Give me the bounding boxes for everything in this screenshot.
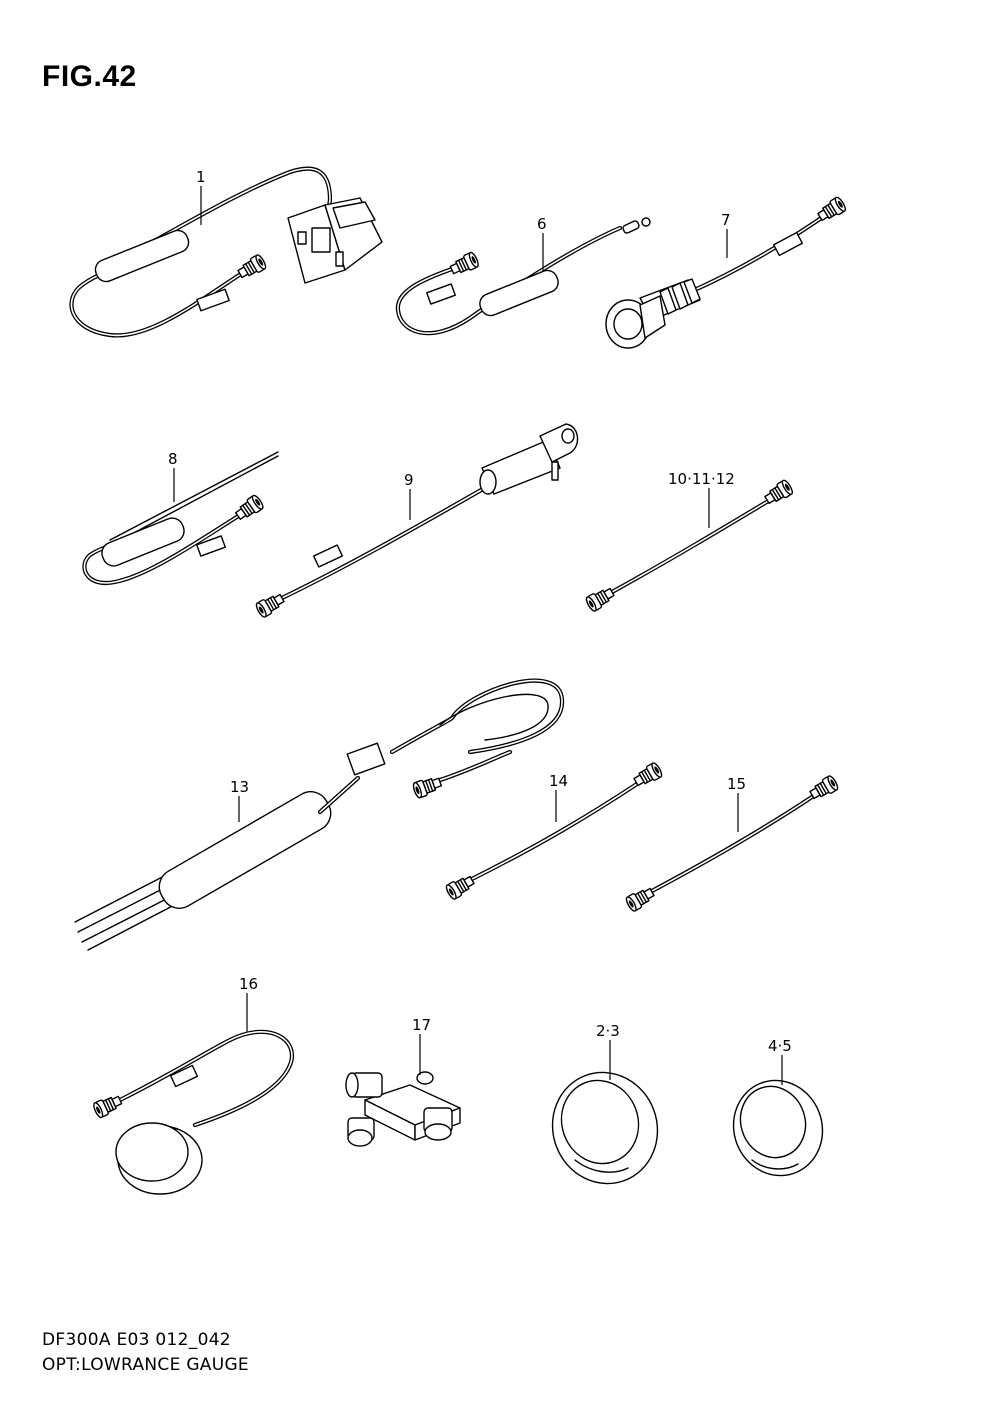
part-6-cable[interactable] xyxy=(395,217,651,336)
part-9-sensor-cable[interactable] xyxy=(253,423,579,620)
part-15-cable[interactable] xyxy=(623,773,841,914)
footer-model-code: DF300A E03 012_042 xyxy=(42,1330,231,1350)
label-part-2-3: 2·3 xyxy=(596,1022,620,1040)
label-part-10-11-12: 10·11·12 xyxy=(668,470,735,488)
label-part-6: 6 xyxy=(537,215,547,233)
label-part-8: 8 xyxy=(168,450,178,468)
part-2-3-ring[interactable] xyxy=(537,1058,673,1199)
label-part-4-5: 4·5 xyxy=(768,1037,792,1055)
label-part-16: 16 xyxy=(239,975,258,993)
footer-description: OPT:LOWRANCE GAUGE xyxy=(42,1355,249,1375)
label-part-13: 13 xyxy=(230,778,249,796)
part-14-cable[interactable] xyxy=(443,760,665,902)
label-part-17: 17 xyxy=(412,1016,431,1034)
label-part-1: 1 xyxy=(196,168,206,186)
part-17-t-connector[interactable] xyxy=(345,1071,461,1147)
label-part-15: 15 xyxy=(727,775,746,793)
label-part-7: 7 xyxy=(721,211,731,229)
part-10-11-12-cable[interactable] xyxy=(583,478,795,614)
part-13-power-cable[interactable] xyxy=(74,678,565,951)
label-part-9: 9 xyxy=(404,471,414,489)
part-16-transducer-cable[interactable] xyxy=(91,1029,294,1195)
part-1-transducer-cable[interactable] xyxy=(69,166,383,338)
part-8-cable[interactable] xyxy=(82,451,279,586)
label-part-14: 14 xyxy=(549,772,568,790)
part-4-5-ring[interactable] xyxy=(720,1068,836,1188)
part-7-thru-hull-sensor[interactable] xyxy=(605,195,848,349)
figure-title: FIG.42 xyxy=(42,60,137,93)
